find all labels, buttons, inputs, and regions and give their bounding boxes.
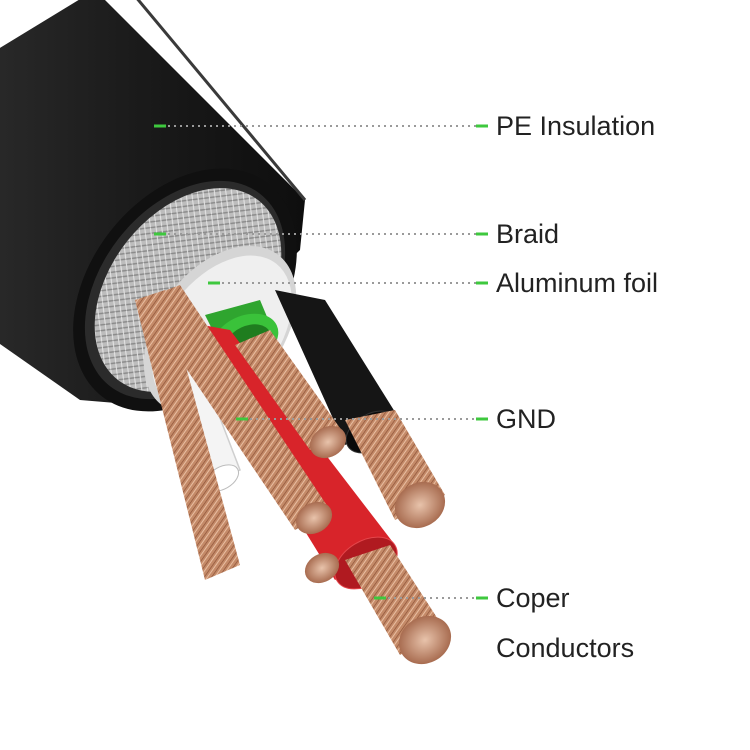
leader-accents (154, 124, 488, 600)
copper-strands (135, 285, 452, 665)
label-aluminum-foil: Aluminum foil (496, 268, 659, 298)
label-gnd: GND (496, 404, 556, 434)
label-braid: Braid (496, 219, 560, 249)
label-pe-insulation: PE Insulation (496, 111, 656, 141)
label-conductors: Conductors (496, 633, 635, 663)
label-coper: Coper (496, 583, 570, 613)
leader-lines (168, 125, 476, 599)
